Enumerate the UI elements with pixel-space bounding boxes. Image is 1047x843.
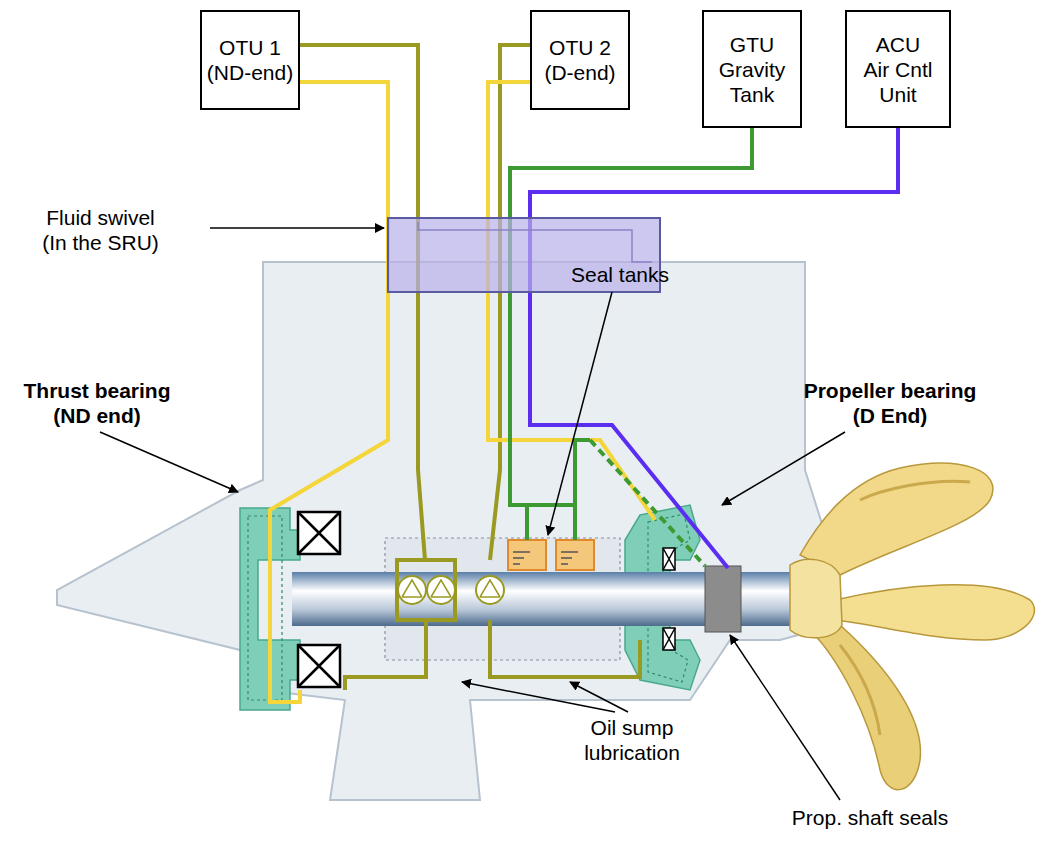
air-control-unit: ACU Air Cntl Unit — [845, 10, 951, 128]
label-holder: Prop. shaft seals — [770, 805, 970, 830]
oil-treatment-unit: OTU 1 (ND-end) — [200, 10, 300, 110]
callout-label: Thrust bearing (ND end) — [23, 379, 170, 427]
callout-label: Propeller bearing (D End) — [804, 379, 977, 427]
label-holder: Thrust bearing (ND end) — [12, 378, 182, 428]
box-label: ACU Air Cntl Unit — [862, 32, 934, 107]
box-label: GTU Gravity Tank — [716, 32, 788, 107]
box-label: OTU 1 (ND-end) — [204, 35, 296, 85]
box-label: OTU 2 (D-end) — [534, 35, 626, 85]
callout-label: Seal tanks — [571, 263, 669, 286]
callout-label: Oil sump lubrication — [584, 716, 680, 764]
callout-label: Fluid swivel (In the SRU) — [42, 206, 159, 254]
gravity-tank-unit: GTU Gravity Tank — [702, 10, 802, 128]
callout-label: Prop. shaft seals — [792, 806, 948, 829]
oil-treatment-unit: OTU 2 (D-end) — [530, 10, 630, 110]
label-holder: Seal tanks — [560, 262, 680, 287]
label-holder: Oil sump lubrication — [572, 715, 692, 765]
label-holder: Propeller bearing (D End) — [790, 378, 990, 428]
label-holder: Fluid swivel (In the SRU) — [38, 205, 163, 255]
